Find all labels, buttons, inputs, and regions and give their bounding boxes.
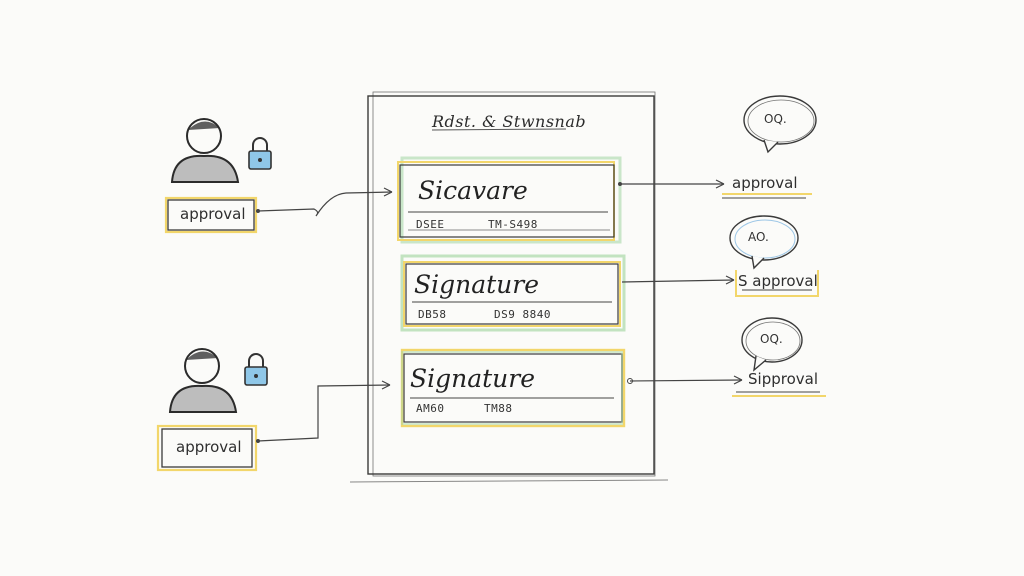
- signature-meta-left-2: DB58: [418, 308, 447, 321]
- signature-meta-left-1: DSEE: [416, 218, 445, 231]
- signature-text-3: Signature: [410, 364, 536, 393]
- signature-block-3: [400, 348, 626, 428]
- signature-block-2: [400, 254, 626, 332]
- speech-bubble-icon: [729, 215, 799, 270]
- signature-block-1: [397, 156, 622, 244]
- connector-dot: [618, 182, 622, 186]
- doc-title-underline: [431, 128, 567, 131]
- approval-label-left-1: approval: [180, 205, 246, 223]
- signature-meta-right-2: DS9 8840: [494, 308, 551, 321]
- document-page: [349, 91, 669, 483]
- connector-dot: [256, 209, 260, 213]
- signature-meta-right-3: TM88: [484, 402, 513, 415]
- signature-text-1: Sicavare: [418, 176, 528, 205]
- signature-text-2: Signature: [414, 270, 540, 299]
- signature-meta-right-1: TM-S498: [488, 218, 538, 231]
- signature-meta-left-3: AM60: [416, 402, 445, 415]
- connector-dot: [627, 378, 633, 384]
- approval-label-right-1: approval: [732, 174, 798, 192]
- connector-arrows: [257, 179, 743, 442]
- lock-icon: [248, 137, 272, 170]
- approval-label-right-3: Sipproval: [748, 370, 818, 388]
- approval-label-left-2: approval: [176, 438, 242, 456]
- bubble-text-2: AO.: [748, 230, 769, 244]
- person-icon: [168, 348, 238, 413]
- bubble-text-3: OQ.: [760, 332, 783, 346]
- speech-bubble-icon: [741, 317, 803, 372]
- approval-underlines-right: [722, 193, 826, 397]
- approval-box-left-2: [156, 424, 258, 472]
- connector-dot: [256, 439, 260, 443]
- document-title: Rdst. & Stwnsnab: [432, 112, 587, 131]
- approval-label-right-2: S approval: [738, 272, 818, 290]
- approval-box-left-1: [164, 196, 258, 234]
- speech-bubble-icon: [743, 95, 817, 154]
- person-icon: [170, 118, 240, 183]
- lock-icon: [244, 353, 268, 386]
- bubble-text-1: OQ.: [764, 112, 787, 126]
